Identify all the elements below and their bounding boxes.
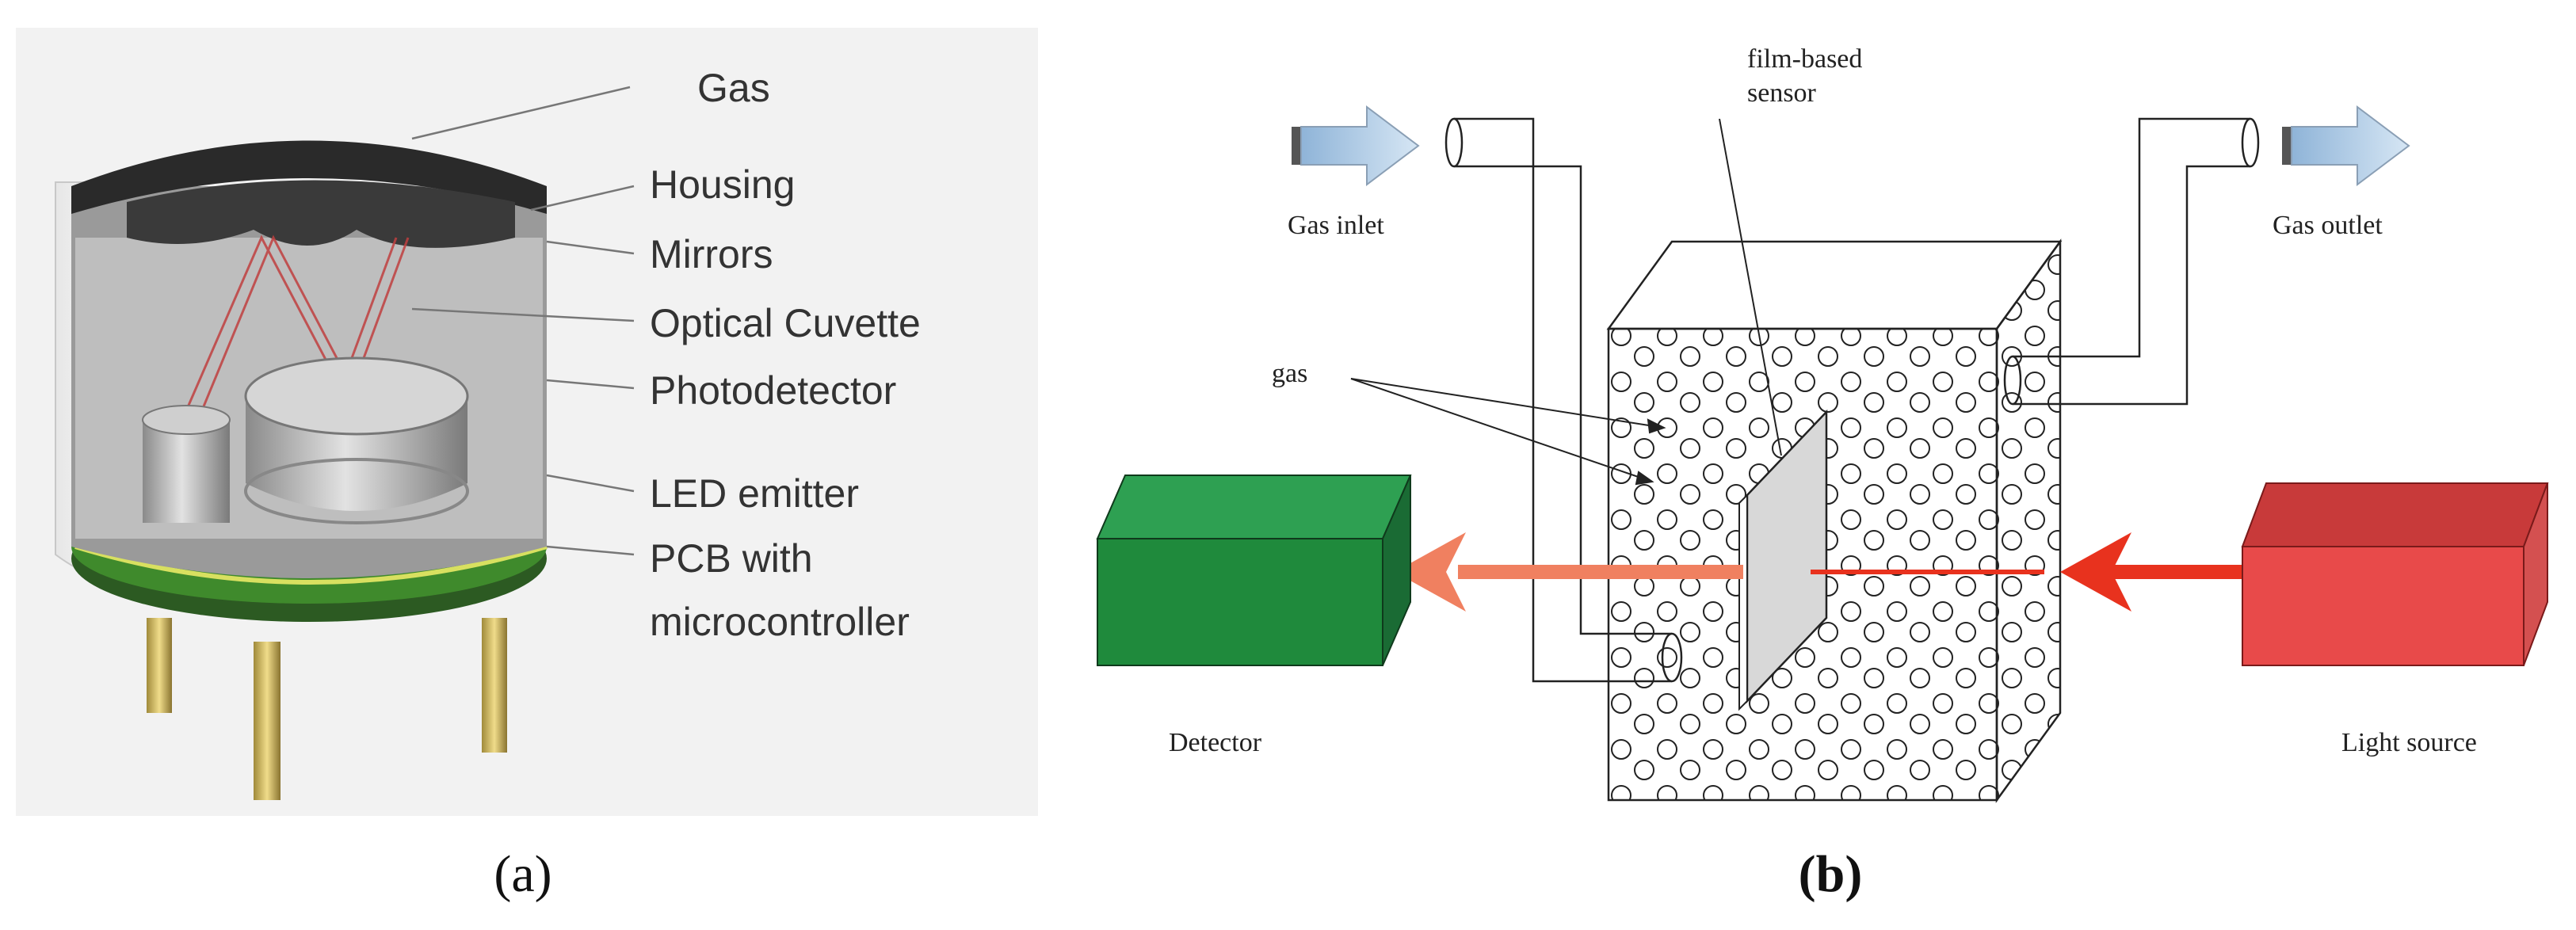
sensor-pin bbox=[482, 618, 507, 753]
label-film-line2: sensor bbox=[1747, 78, 1817, 108]
label-light-source: Light source bbox=[2341, 728, 2477, 757]
chamber-side-face bbox=[1995, 238, 2062, 803]
label-pcb-line1: PCB with bbox=[650, 536, 813, 581]
label-optical-cuvette: Optical Cuvette bbox=[650, 301, 921, 345]
housing-top bbox=[71, 140, 547, 248]
chamber-top-face bbox=[1606, 240, 2063, 330]
label-gas: gas bbox=[1272, 359, 1307, 388]
gas-pointer-lines bbox=[1350, 378, 1666, 486]
gas-outlet-arrow bbox=[2282, 105, 2410, 187]
label-film-line1: film-based bbox=[1747, 44, 1862, 74]
film-based-sensor bbox=[1738, 409, 1828, 711]
leader-lines bbox=[411, 86, 635, 556]
label-pcb-line2: microcontroller bbox=[650, 600, 910, 644]
panel-b-labels: film-based sensor Gas inlet Gas outlet g… bbox=[1169, 44, 2477, 757]
label-led-emitter: LED emitter bbox=[650, 471, 859, 516]
gas-chamber bbox=[1606, 238, 2063, 803]
transmitted-beam-arrowhead bbox=[1395, 532, 1466, 612]
incident-beam-arrowhead bbox=[2060, 532, 2131, 612]
led-emitter-can bbox=[142, 405, 231, 523]
panel-b-caption: (b) bbox=[1799, 845, 1863, 903]
gas-inlet-arrow bbox=[1292, 105, 1420, 187]
panel-a-ndir-sensor: Gas Housing Mirrors Optical Cuvette Phot… bbox=[16, 28, 1038, 903]
panel-b-film-sensor-diagram: film-based sensor Gas inlet Gas outlet g… bbox=[1096, 44, 2549, 903]
label-gas-outlet: Gas outlet bbox=[2273, 211, 2383, 240]
label-mirrors: Mirrors bbox=[650, 232, 773, 276]
sensor-pin bbox=[147, 618, 172, 713]
mirror-light-paths bbox=[181, 234, 410, 421]
photodetector-can bbox=[244, 356, 469, 524]
label-housing: Housing bbox=[650, 162, 795, 207]
label-detector: Detector bbox=[1169, 728, 1262, 757]
sensor-pin bbox=[254, 642, 280, 800]
label-gas: Gas bbox=[697, 66, 770, 110]
detector-box bbox=[1096, 475, 1412, 666]
light-source-box bbox=[2241, 482, 2549, 666]
label-photodetector: Photodetector bbox=[650, 368, 896, 413]
panel-a-caption: (a) bbox=[494, 845, 551, 903]
panel-a-labels: Gas Housing Mirrors Optical Cuvette Phot… bbox=[650, 66, 921, 644]
film-sensor-pointer bbox=[1719, 118, 1782, 456]
sensor-pins bbox=[147, 618, 507, 800]
light-beam bbox=[1395, 532, 2242, 612]
label-gas-inlet: Gas inlet bbox=[1288, 211, 1384, 240]
